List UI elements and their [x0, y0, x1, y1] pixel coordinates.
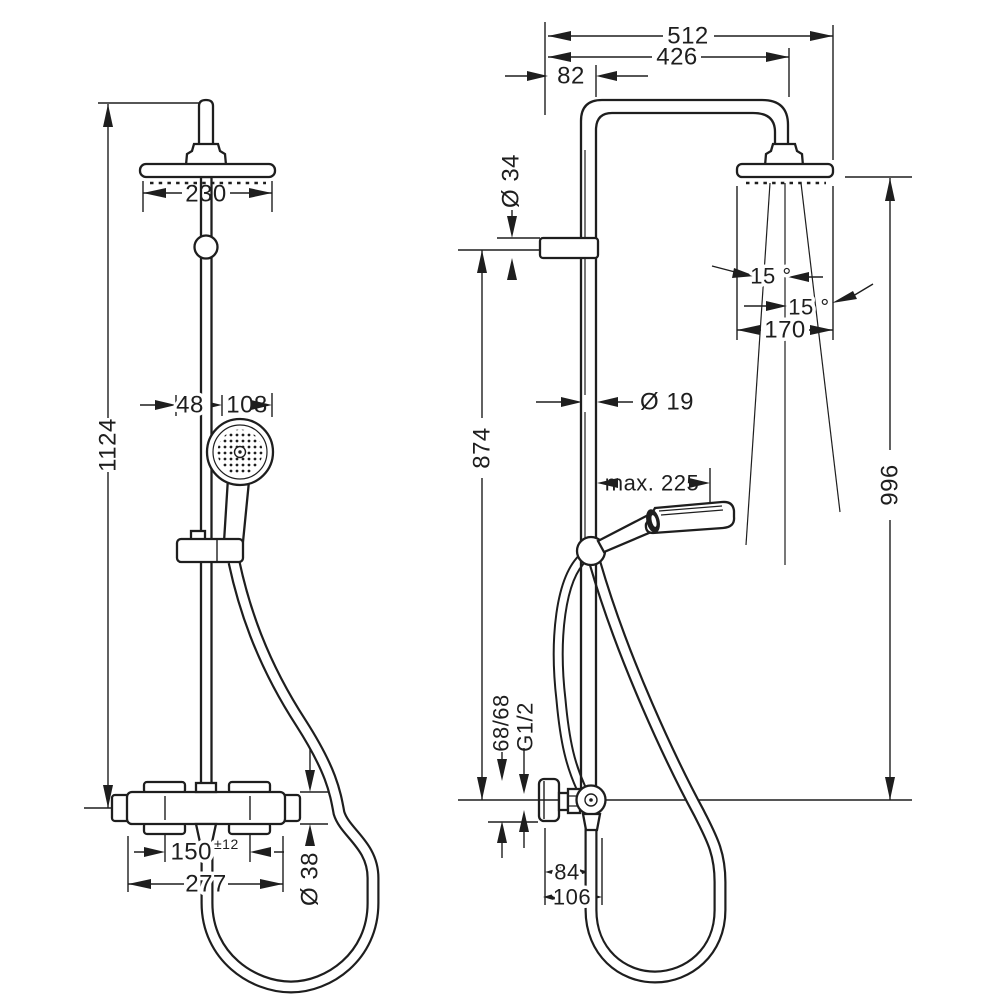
- dim-bar-height: 874: [469, 427, 496, 469]
- dim-spray-angle-right: 15 °: [788, 295, 829, 320]
- side-handshower-head: [644, 500, 736, 535]
- front-overhead-shower: [138, 162, 277, 179]
- front-bar-joint: [193, 234, 219, 260]
- dim-supply-spacing: 68/68: [489, 694, 514, 752]
- dim-head-height: 996: [877, 464, 904, 506]
- front-shower-bar: [199, 175, 213, 796]
- side-overhead-shower: [735, 162, 835, 179]
- dimension-labels: 230 48 108 1124 150 ±12 277 Ø 38 512 426…: [95, 23, 904, 914]
- dim-escutcheon-diameter: Ø 38: [297, 852, 324, 906]
- dim-thread-size: G1/2: [513, 702, 538, 752]
- side-hose-loop: [584, 561, 727, 984]
- dim-upper-pipe-diameter: Ø 34: [498, 154, 525, 208]
- dim-handshower-diameter: 108: [226, 392, 268, 419]
- dim-handshower-offset: 48: [176, 392, 204, 419]
- front-thermostat-valve: [110, 780, 302, 849]
- dim-head-width: 230: [185, 181, 227, 208]
- spray-cone: [745, 182, 841, 565]
- side-riser-arm-inner: [594, 111, 777, 792]
- front-view: [110, 98, 302, 849]
- side-supply-connection: [537, 777, 607, 832]
- side-wall-bracket: [538, 236, 600, 260]
- dim-head-depth: 170: [764, 317, 806, 344]
- front-handshower-face: [205, 417, 275, 487]
- side-riser-arm-outer: [579, 98, 790, 792]
- dim-overall-projection: 512: [667, 23, 709, 50]
- dim-connection-spacing: 150: [170, 839, 212, 866]
- front-head-connector: [184, 142, 228, 167]
- dim-spray-angle-left: 15 °: [750, 264, 791, 289]
- dim-total-height: 1124: [95, 418, 122, 472]
- dim-connection-tolerance: ±12: [214, 836, 239, 852]
- side-hose-nut: [581, 812, 602, 832]
- dim-arm-projection: 426: [656, 44, 698, 71]
- dim-handshower-reach: max. 225: [605, 471, 700, 496]
- side-view: [537, 98, 841, 832]
- dimension-lines: [84, 22, 912, 905]
- dim-bar-diameter: Ø 19: [640, 389, 694, 416]
- side-head-connector: [763, 142, 805, 168]
- front-hose: [200, 560, 380, 994]
- dim-wall-clearance: 82: [557, 63, 585, 90]
- dim-valve-length: 277: [185, 871, 227, 898]
- front-slider-bracket: [175, 529, 245, 564]
- dim-hose-offset: 84: [554, 860, 579, 885]
- front-hose-outlet: [194, 822, 218, 849]
- dim-hose-projection: 106: [553, 885, 591, 910]
- shower-hoses: [200, 552, 727, 994]
